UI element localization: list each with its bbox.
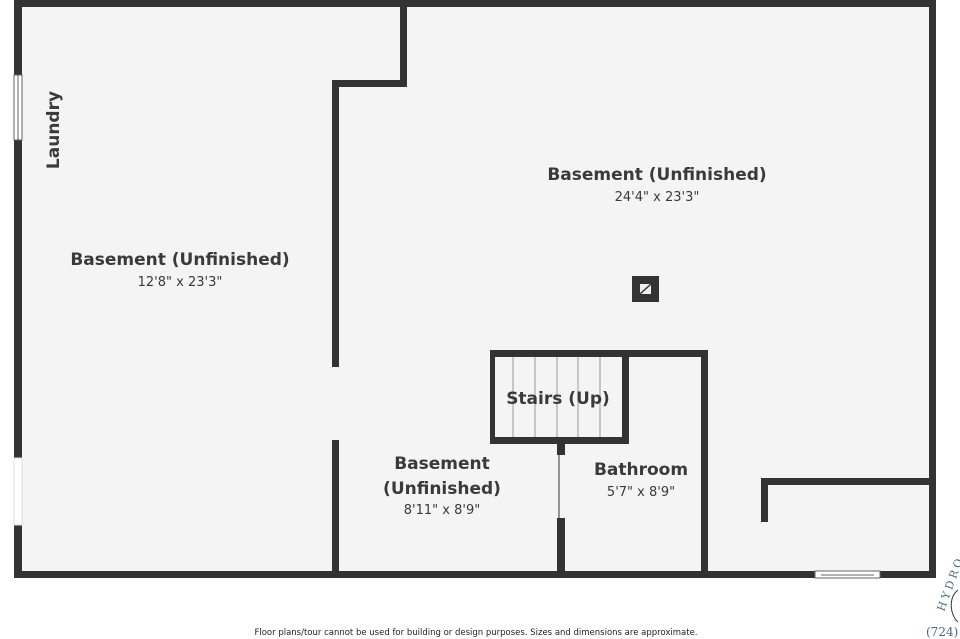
wall-interior	[332, 440, 339, 578]
room-label-laundry: Laundry	[44, 91, 64, 169]
room-dims-basement-small: 8'11" x 8'9"	[404, 503, 480, 518]
room-label-basement-main: Basement (Unfinished)	[547, 165, 766, 185]
wall-interior	[701, 350, 708, 578]
wall-interior	[332, 80, 407, 87]
wall-interior	[557, 444, 565, 455]
wall-interior	[400, 0, 407, 87]
room-dims-bathroom: 5'7" x 8'9"	[607, 485, 675, 500]
disclaimer-text: Floor plans/tour cannot be used for buil…	[254, 628, 697, 638]
wall-interior	[332, 80, 339, 367]
room-label-basement-left: Basement (Unfinished)	[70, 250, 289, 270]
stairs	[512, 357, 601, 437]
wall-interior	[622, 350, 629, 444]
logo-phone-text: (724) 9	[926, 625, 960, 639]
wall-interior	[490, 350, 708, 357]
wall-right	[929, 0, 936, 578]
wall-bottom	[14, 571, 936, 578]
wall-interior	[490, 350, 495, 444]
room-label-basement-small-line2: (Unfinished)	[383, 479, 501, 499]
wall-interior	[761, 478, 768, 522]
room-label-stairs: Stairs (Up)	[506, 389, 610, 409]
wall-left	[14, 0, 22, 578]
room-dims-basement-left: 12'8" x 23'3"	[138, 275, 223, 290]
window-left-bottom	[13, 457, 23, 526]
wall-interior	[490, 437, 629, 444]
wall-top	[14, 0, 936, 7]
room-label-basement-small-line1: Basement	[394, 454, 490, 474]
window-left-top	[13, 74, 23, 141]
logo-brand-text: HYDRO	[935, 554, 960, 613]
room-label-bathroom: Bathroom	[594, 460, 688, 480]
room-dims-basement-main: 24'4" x 23'3"	[615, 190, 700, 205]
logo-mark-icon	[950, 589, 959, 623]
support-column	[632, 276, 659, 302]
wall-interior	[761, 478, 936, 485]
window-bottom	[814, 570, 881, 579]
wall-interior	[557, 518, 565, 578]
